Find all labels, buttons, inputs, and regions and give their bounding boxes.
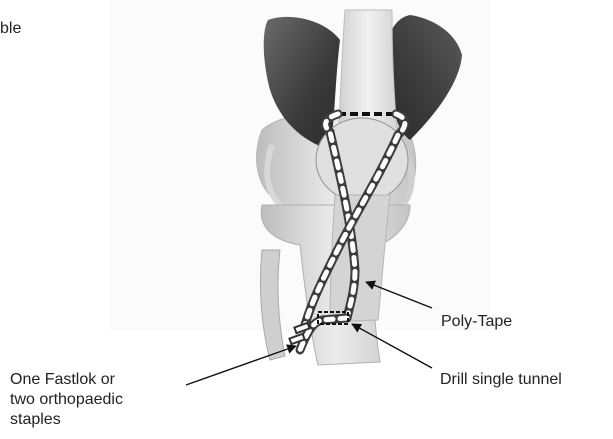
label-fastlok: One Fastlok or two orthopaedic staples [10,370,123,430]
label-poly-tape: Poly-Tape [441,312,512,332]
title-fragment: ble [0,19,21,39]
label-fastlok-line3: staples [10,410,123,430]
label-fastlok-line2: two orthopaedic [10,390,123,410]
arrow-fastlok [186,346,296,385]
label-drill-tunnel: Drill single tunnel [440,370,562,390]
label-fastlok-line1: One Fastlok or [10,370,123,390]
